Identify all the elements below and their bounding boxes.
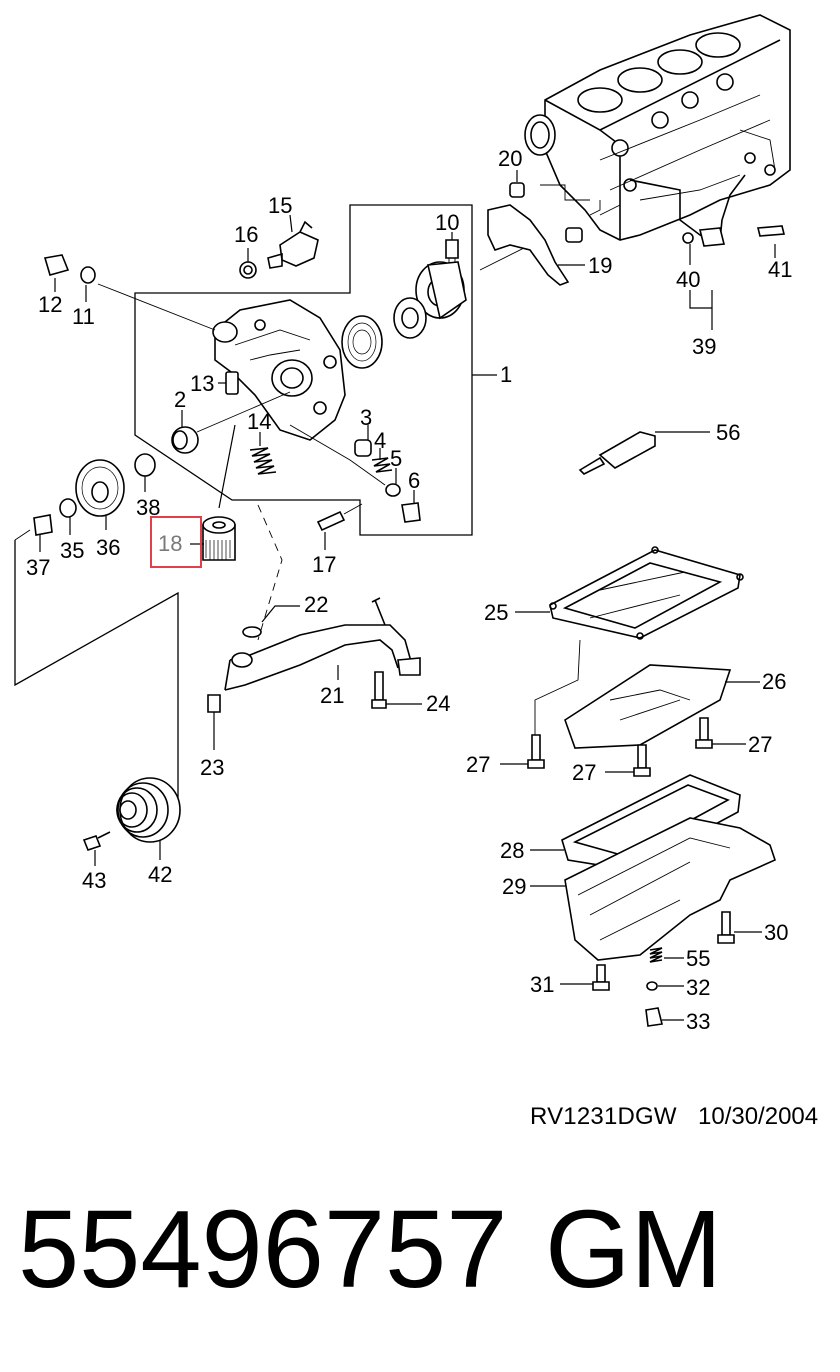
drawing-code: RV1231DGW	[530, 1103, 677, 1130]
callout-37: 37	[26, 555, 50, 580]
callout-5: 5	[390, 446, 402, 471]
part-29-oil-pan	[530, 817, 776, 961]
front-gear-parts	[33, 453, 156, 552]
callout-30: 30	[764, 920, 788, 945]
part-15-oil-pressure-switch	[239, 214, 319, 279]
callout-28: 28	[500, 838, 524, 863]
part-20-dowel	[509, 170, 525, 198]
part-42-pulley	[116, 777, 181, 860]
callout-4: 4	[374, 428, 386, 453]
callout-29: 29	[502, 874, 526, 899]
part-10-bolt	[445, 232, 459, 268]
callout-13: 13	[190, 371, 214, 396]
part-12-plug	[43, 254, 216, 331]
part-25-gasket-frame	[515, 546, 744, 740]
part-21-oil-strainer	[207, 597, 421, 750]
callout-26: 26	[762, 669, 786, 694]
callout-20: 20	[498, 146, 522, 171]
part-56-sealant	[578, 431, 710, 475]
part-19-cover	[487, 204, 585, 286]
callout-19: 19	[588, 253, 612, 278]
part-22-o-ring	[242, 605, 300, 638]
callout-39: 39	[692, 334, 716, 359]
callout-3: 3	[360, 405, 372, 430]
callout-10: 10	[435, 210, 459, 235]
part-39-oil-pipe	[629, 174, 786, 330]
callout-35: 35	[60, 538, 84, 563]
callout-38: 38	[136, 495, 160, 520]
part-17-bolt	[316, 503, 363, 550]
part-13-bolt	[218, 371, 239, 395]
part-2-seal	[171, 391, 291, 454]
drain-parts	[560, 947, 684, 1027]
pump-gears	[341, 261, 467, 369]
callout-labels: 1 2 3 4 5 6 10 11 12 13 14 15 16 17 18 1…	[26, 146, 792, 1034]
part-30-bolt	[717, 911, 762, 944]
callout-31: 31	[530, 972, 554, 997]
callout-41: 41	[768, 257, 792, 282]
callout-17: 17	[312, 552, 336, 577]
part-number: 55496757	[18, 1188, 508, 1311]
part-43-bolt	[82, 831, 111, 866]
part-18-oil-filter	[190, 424, 236, 561]
part-24-bolt	[371, 671, 422, 709]
callout-2: 2	[174, 387, 186, 412]
part-14-spring	[249, 432, 277, 475]
relief-valve-parts	[354, 425, 421, 523]
drawing-date: 10/30/2004	[698, 1103, 819, 1130]
engine-block	[524, 14, 791, 241]
callout-36: 36	[96, 535, 120, 560]
callout-21: 21	[320, 683, 344, 708]
callout-33: 33	[686, 1009, 710, 1034]
callout-40: 40	[676, 267, 700, 292]
callout-27a: 27	[466, 752, 490, 777]
callout-6: 6	[408, 468, 420, 493]
assembly-frame-42	[14, 540, 179, 800]
part-26-baffle	[564, 664, 760, 749]
callout-24: 24	[426, 691, 450, 716]
callout-42: 42	[148, 862, 172, 887]
callout-25: 25	[484, 600, 508, 625]
callout-14: 14	[247, 409, 271, 434]
callout-27c: 27	[748, 732, 772, 757]
callout-56: 56	[716, 420, 740, 445]
part-28-pan-gasket	[530, 774, 741, 871]
callout-11: 11	[72, 304, 95, 329]
callout-32: 32	[686, 975, 710, 1000]
part-27-bolts	[500, 717, 746, 777]
callout-15: 15	[268, 193, 292, 218]
callout-43: 43	[82, 868, 106, 893]
highlight-box	[150, 516, 202, 568]
callout-1: 1	[500, 362, 512, 387]
callout-18: 18	[158, 531, 182, 556]
callout-16: 16	[234, 222, 258, 247]
brand-name: GM	[545, 1188, 723, 1311]
assembly-frame-1	[134, 204, 473, 536]
callout-55: 55	[686, 946, 710, 971]
callout-23: 23	[200, 755, 224, 780]
callout-27b: 27	[572, 760, 596, 785]
callout-22: 22	[304, 592, 328, 617]
callout-12: 12	[38, 292, 62, 317]
